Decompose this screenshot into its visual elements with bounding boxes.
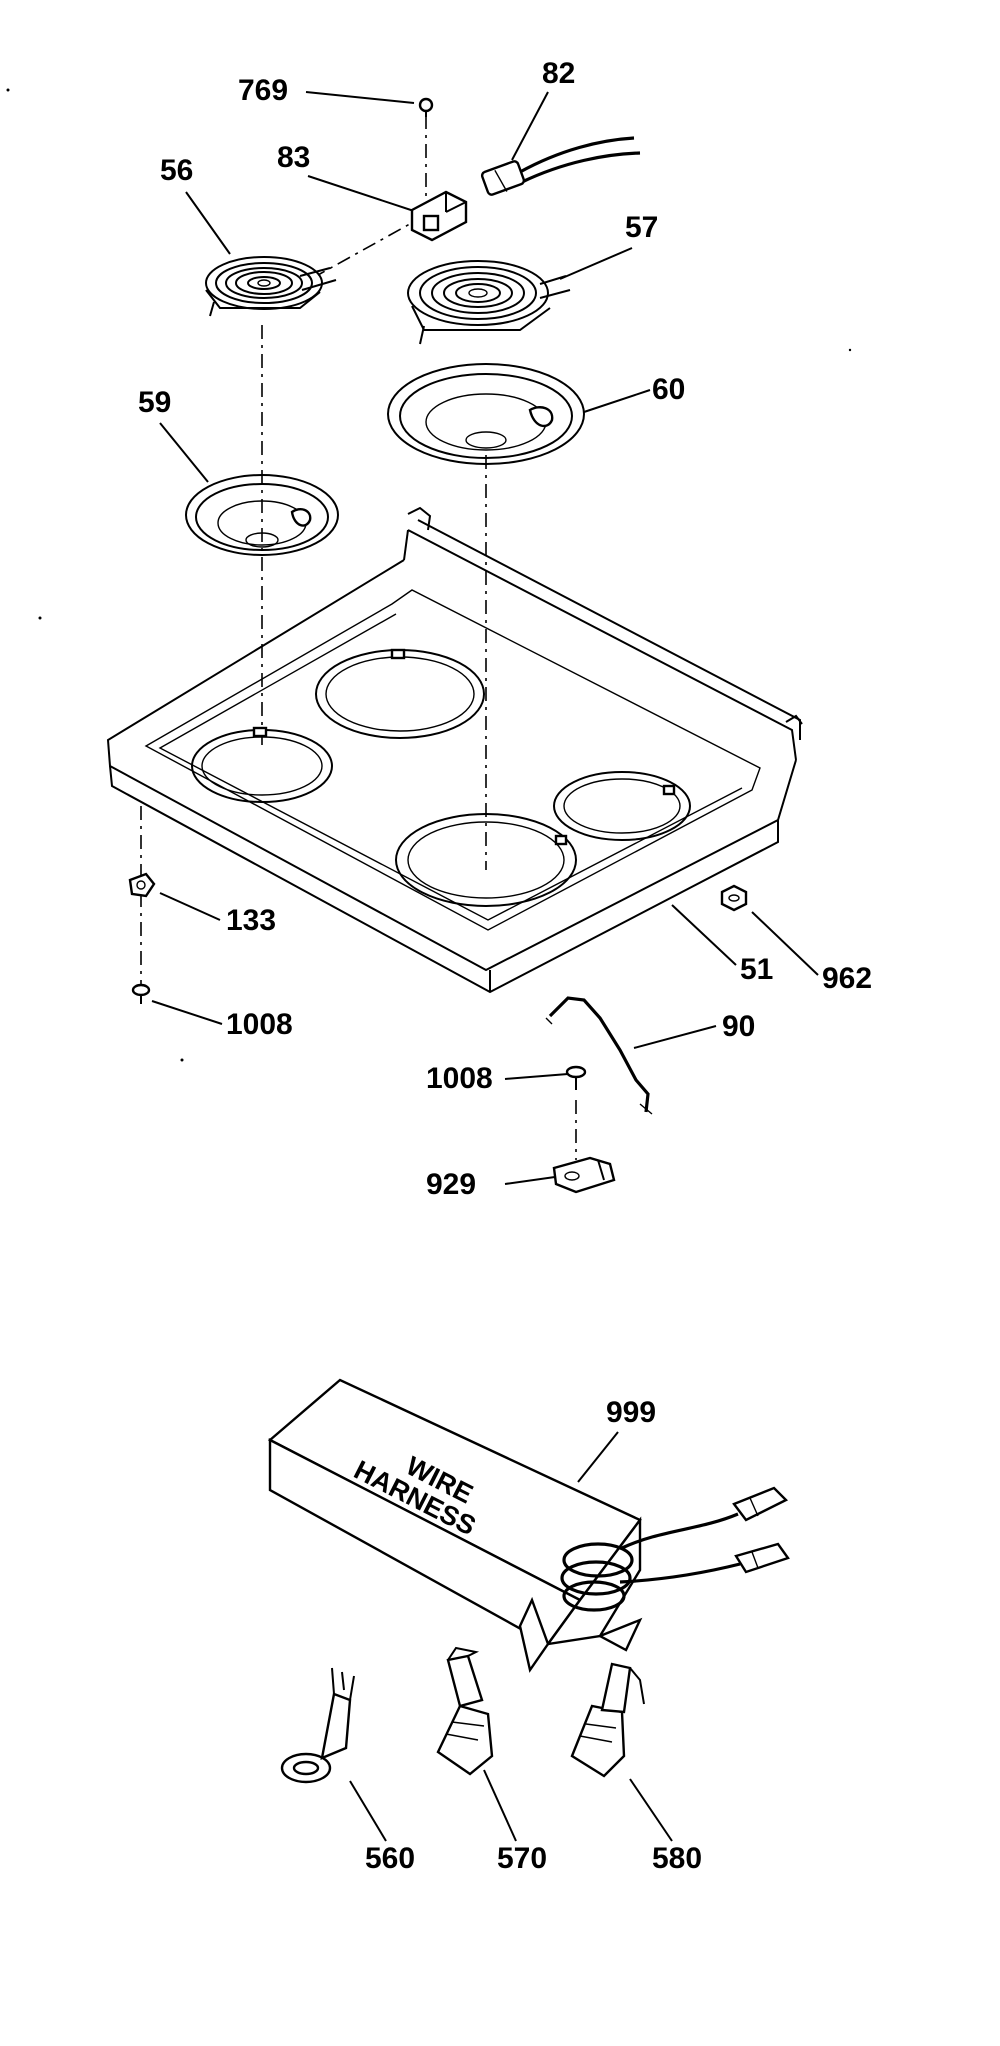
drip-pan-60-large bbox=[387, 363, 585, 465]
callout-51: 51 bbox=[740, 953, 773, 986]
screw-1008-left bbox=[131, 983, 151, 1004]
surface-unit-56-small bbox=[205, 256, 337, 317]
callout-769: 769 bbox=[238, 74, 288, 107]
callout-560: 560 bbox=[365, 1842, 415, 1875]
callout-90: 90 bbox=[722, 1010, 755, 1043]
scan-specks bbox=[6, 88, 852, 1062]
callout-962: 962 bbox=[822, 962, 872, 995]
callout-82: 82 bbox=[542, 57, 575, 90]
cooktop-51 bbox=[106, 506, 803, 994]
bracket-929 bbox=[552, 1156, 616, 1194]
ring-terminal-560 bbox=[280, 1667, 355, 1784]
spade-terminal-570 bbox=[436, 1646, 494, 1776]
leader-lines bbox=[151, 91, 819, 1842]
callout-56: 56 bbox=[160, 154, 193, 187]
callout-580: 580 bbox=[652, 1842, 702, 1875]
callout-60: 60 bbox=[652, 373, 685, 406]
callout-570: 570 bbox=[497, 1842, 547, 1875]
nut-962 bbox=[720, 884, 748, 912]
surface-unit-57-large bbox=[407, 260, 571, 345]
callout-57: 57 bbox=[625, 211, 658, 244]
screw-1008-right bbox=[565, 1065, 587, 1090]
callout-133: 133 bbox=[226, 904, 276, 937]
callout-1008-right: 1008 bbox=[426, 1062, 493, 1095]
ground-wire-90 bbox=[545, 996, 653, 1115]
callout-59: 59 bbox=[138, 386, 171, 419]
spade-terminal-580 bbox=[570, 1662, 645, 1778]
callout-83: 83 bbox=[277, 141, 310, 174]
clip-133 bbox=[128, 872, 156, 898]
drip-pan-59-small bbox=[185, 474, 339, 556]
screw-769 bbox=[418, 97, 434, 117]
wire-harness-999 bbox=[267, 1378, 790, 1673]
plug-82 bbox=[480, 136, 641, 196]
callout-999: 999 bbox=[606, 1396, 656, 1429]
terminal-block-83 bbox=[410, 190, 468, 242]
callout-1008-left: 1008 bbox=[226, 1008, 293, 1041]
callout-929: 929 bbox=[426, 1168, 476, 1201]
